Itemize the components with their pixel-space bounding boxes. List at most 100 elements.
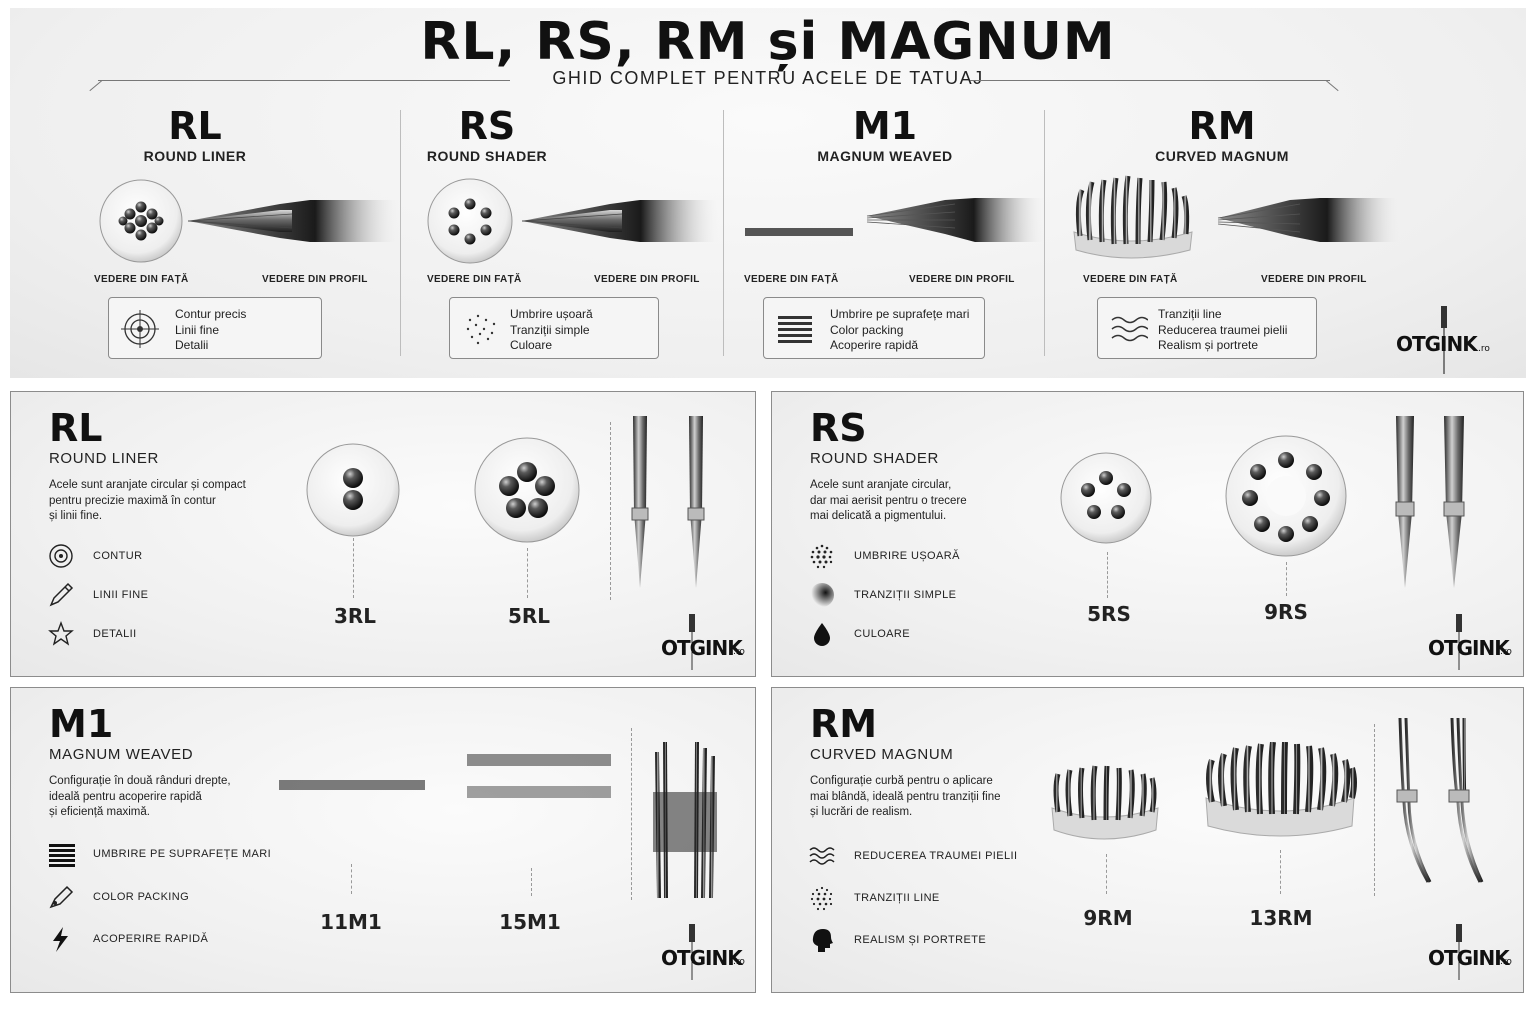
size-label: 3RL: [333, 604, 377, 628]
lines-icon: [778, 316, 812, 343]
logo-text: OTGINK: [661, 636, 743, 660]
m1-needle-illustration: [745, 180, 1045, 254]
logo-suffix: .ro: [733, 647, 745, 657]
column-divider: [400, 110, 401, 356]
logo-suffix: .ro: [1500, 957, 1512, 967]
panel-description: Configurație în două rânduri drepte, ide…: [49, 775, 231, 818]
profile-view-label: VEDERE DIN PROFIL: [909, 274, 1015, 285]
feature-box: Tranziții line Reducerea traumei pielii …: [1097, 297, 1317, 359]
needle-logo-icon: [689, 614, 695, 670]
section-divider: [1374, 724, 1375, 896]
subtitle-rule-right: [970, 80, 1330, 81]
column-code: M1: [852, 104, 918, 148]
needle-logo-icon: [1441, 306, 1447, 374]
drop-icon: [814, 623, 830, 646]
size-label: 15M1: [499, 910, 561, 934]
section-divider: [610, 422, 611, 600]
size-guide-line: [351, 864, 352, 894]
rl-3-needle-illustration: [306, 443, 400, 537]
logo-suffix: .ro: [1478, 344, 1490, 354]
rm-13-needle-illustration: [1205, 742, 1357, 837]
feature-item: Acoperire rapidă: [830, 338, 919, 352]
overview-column-rm: RM CURVED MAGNUM VEDERE DIN FAȚĂ VEDERE …: [1060, 104, 1400, 366]
rs-5-needle-illustration: [1060, 452, 1152, 544]
needle-logo-icon: [1456, 924, 1462, 980]
dotted-circle-icon: [810, 886, 833, 911]
feature-box: Umbrire pe suprafețe mari Color packing …: [763, 297, 985, 359]
front-view-label: VEDERE DIN FAȚĂ: [744, 274, 839, 285]
feature-item: Color packing: [830, 322, 904, 337]
logo-text: OTGINK: [1428, 946, 1510, 970]
m1-11-needle-illustration: [279, 746, 425, 856]
feature-label: REDUCEREA TRAUMEI PIELII: [854, 850, 1018, 862]
size-label: 13RM: [1249, 906, 1313, 930]
feature-label: REALISM ȘI PORTRETE: [854, 934, 987, 946]
subtitle-rule-left: [98, 80, 510, 81]
column-name: ROUND SHADER: [426, 148, 548, 164]
waves-icon: [1111, 316, 1148, 342]
section-divider: [631, 728, 632, 900]
waves-icon: [809, 847, 835, 865]
profile-view-label: VEDERE DIN PROFIL: [262, 274, 368, 285]
panel-description: Acele sunt aranjate circular și compact …: [49, 479, 246, 522]
panel-rl: RL ROUND LINER Acele sunt aranjate circu…: [10, 391, 756, 677]
feature-label: ACOPERIRE RAPIDĂ: [93, 933, 209, 945]
rl-profile-illustration: [631, 416, 705, 588]
front-view-label: VEDERE DIN FAȚĂ: [1083, 274, 1178, 285]
profile-view-label: VEDERE DIN PROFIL: [594, 274, 700, 285]
logo-text: OTGINK: [661, 946, 743, 970]
feature-item: Umbrire pe suprafețe mari: [830, 307, 970, 321]
logo-suffix: .ro: [733, 957, 745, 967]
feature-item: Contur precis: [175, 307, 247, 321]
column-code: RM: [1188, 104, 1256, 148]
dots-icon: [466, 314, 496, 345]
m1-profile-illustration: [653, 734, 717, 898]
panel-rm: RM CURVED MAGNUM Configurație curbă pent…: [771, 687, 1524, 993]
panel-code: RS: [810, 406, 867, 450]
rm-profile-illustration: [1396, 718, 1484, 883]
feature-label: COLOR PACKING: [93, 891, 190, 903]
guide-header: RL, RS, RM și MAGNUM GHID COMPLET PENTRU…: [10, 8, 1526, 378]
feature-label: CONTUR: [93, 550, 143, 562]
feature-label: TRANZIȚII LINE: [854, 892, 940, 904]
feature-item: Umbrire ușoară: [510, 307, 593, 321]
needle-logo-icon: [1456, 614, 1462, 670]
needle-logo-icon: [689, 924, 695, 980]
marker-icon: [49, 885, 74, 909]
column-divider: [723, 110, 724, 356]
head-icon: [812, 929, 833, 952]
feature-list: Contur precis Linii fine Detalii: [175, 307, 246, 354]
feature-list: Umbrire pe suprafețe mari Color packing …: [830, 307, 969, 354]
column-code: RL: [168, 104, 222, 148]
overview-column-rl: RL ROUND LINER VEDERE DIN FAȚĂ VEDERE DI…: [80, 104, 400, 366]
size-guide-line: [527, 548, 528, 598]
feature-box: Contur precis Linii fine Detalii: [108, 297, 322, 359]
size-guide-line: [531, 868, 532, 896]
column-name: ROUND LINER: [143, 148, 247, 164]
column-name: MAGNUM WEAVED: [817, 148, 953, 164]
target-icon: [121, 310, 159, 348]
size-label: 5RS: [1087, 602, 1131, 626]
lightning-icon: [53, 927, 68, 952]
overview-column-rs: RS ROUND SHADER VEDERE DIN FAȚĂ VEDERE D…: [410, 104, 720, 366]
feature-item: Detalii: [175, 338, 209, 352]
feature-item: Reducerea traumei pielii: [1158, 322, 1288, 337]
panel-m1: M1 MAGNUM WEAVED Configurație în două râ…: [10, 687, 756, 993]
feature-label: TRANZIȚII SIMPLE: [854, 589, 957, 601]
rm-9-needle-illustration: [1051, 765, 1159, 840]
rl-needle-illustration: [99, 179, 400, 263]
m1-15-needle-illustration: [467, 728, 611, 860]
feature-label: CULOARE: [854, 628, 910, 640]
panel-description: Acele sunt aranjate circular, dar mai ae…: [810, 479, 967, 522]
column-name: CURVED MAGNUM: [1155, 148, 1289, 164]
feature-item: Linii fine: [175, 322, 220, 337]
page-subtitle: GHID COMPLET PENTRU ACELE DE TATUAJ: [552, 68, 984, 88]
front-view-label: VEDERE DIN FAȚĂ: [427, 274, 522, 285]
logo-text: OTGINK: [1396, 332, 1478, 356]
dotted-circle-icon: [810, 544, 833, 569]
feature-box: Umbrire ușoară Tranziții simple Culoare: [449, 297, 659, 359]
panel-code: M1: [49, 702, 114, 746]
pen-icon: [49, 582, 74, 607]
rs-9-needle-illustration: [1225, 435, 1347, 557]
target-icon: [49, 544, 73, 568]
